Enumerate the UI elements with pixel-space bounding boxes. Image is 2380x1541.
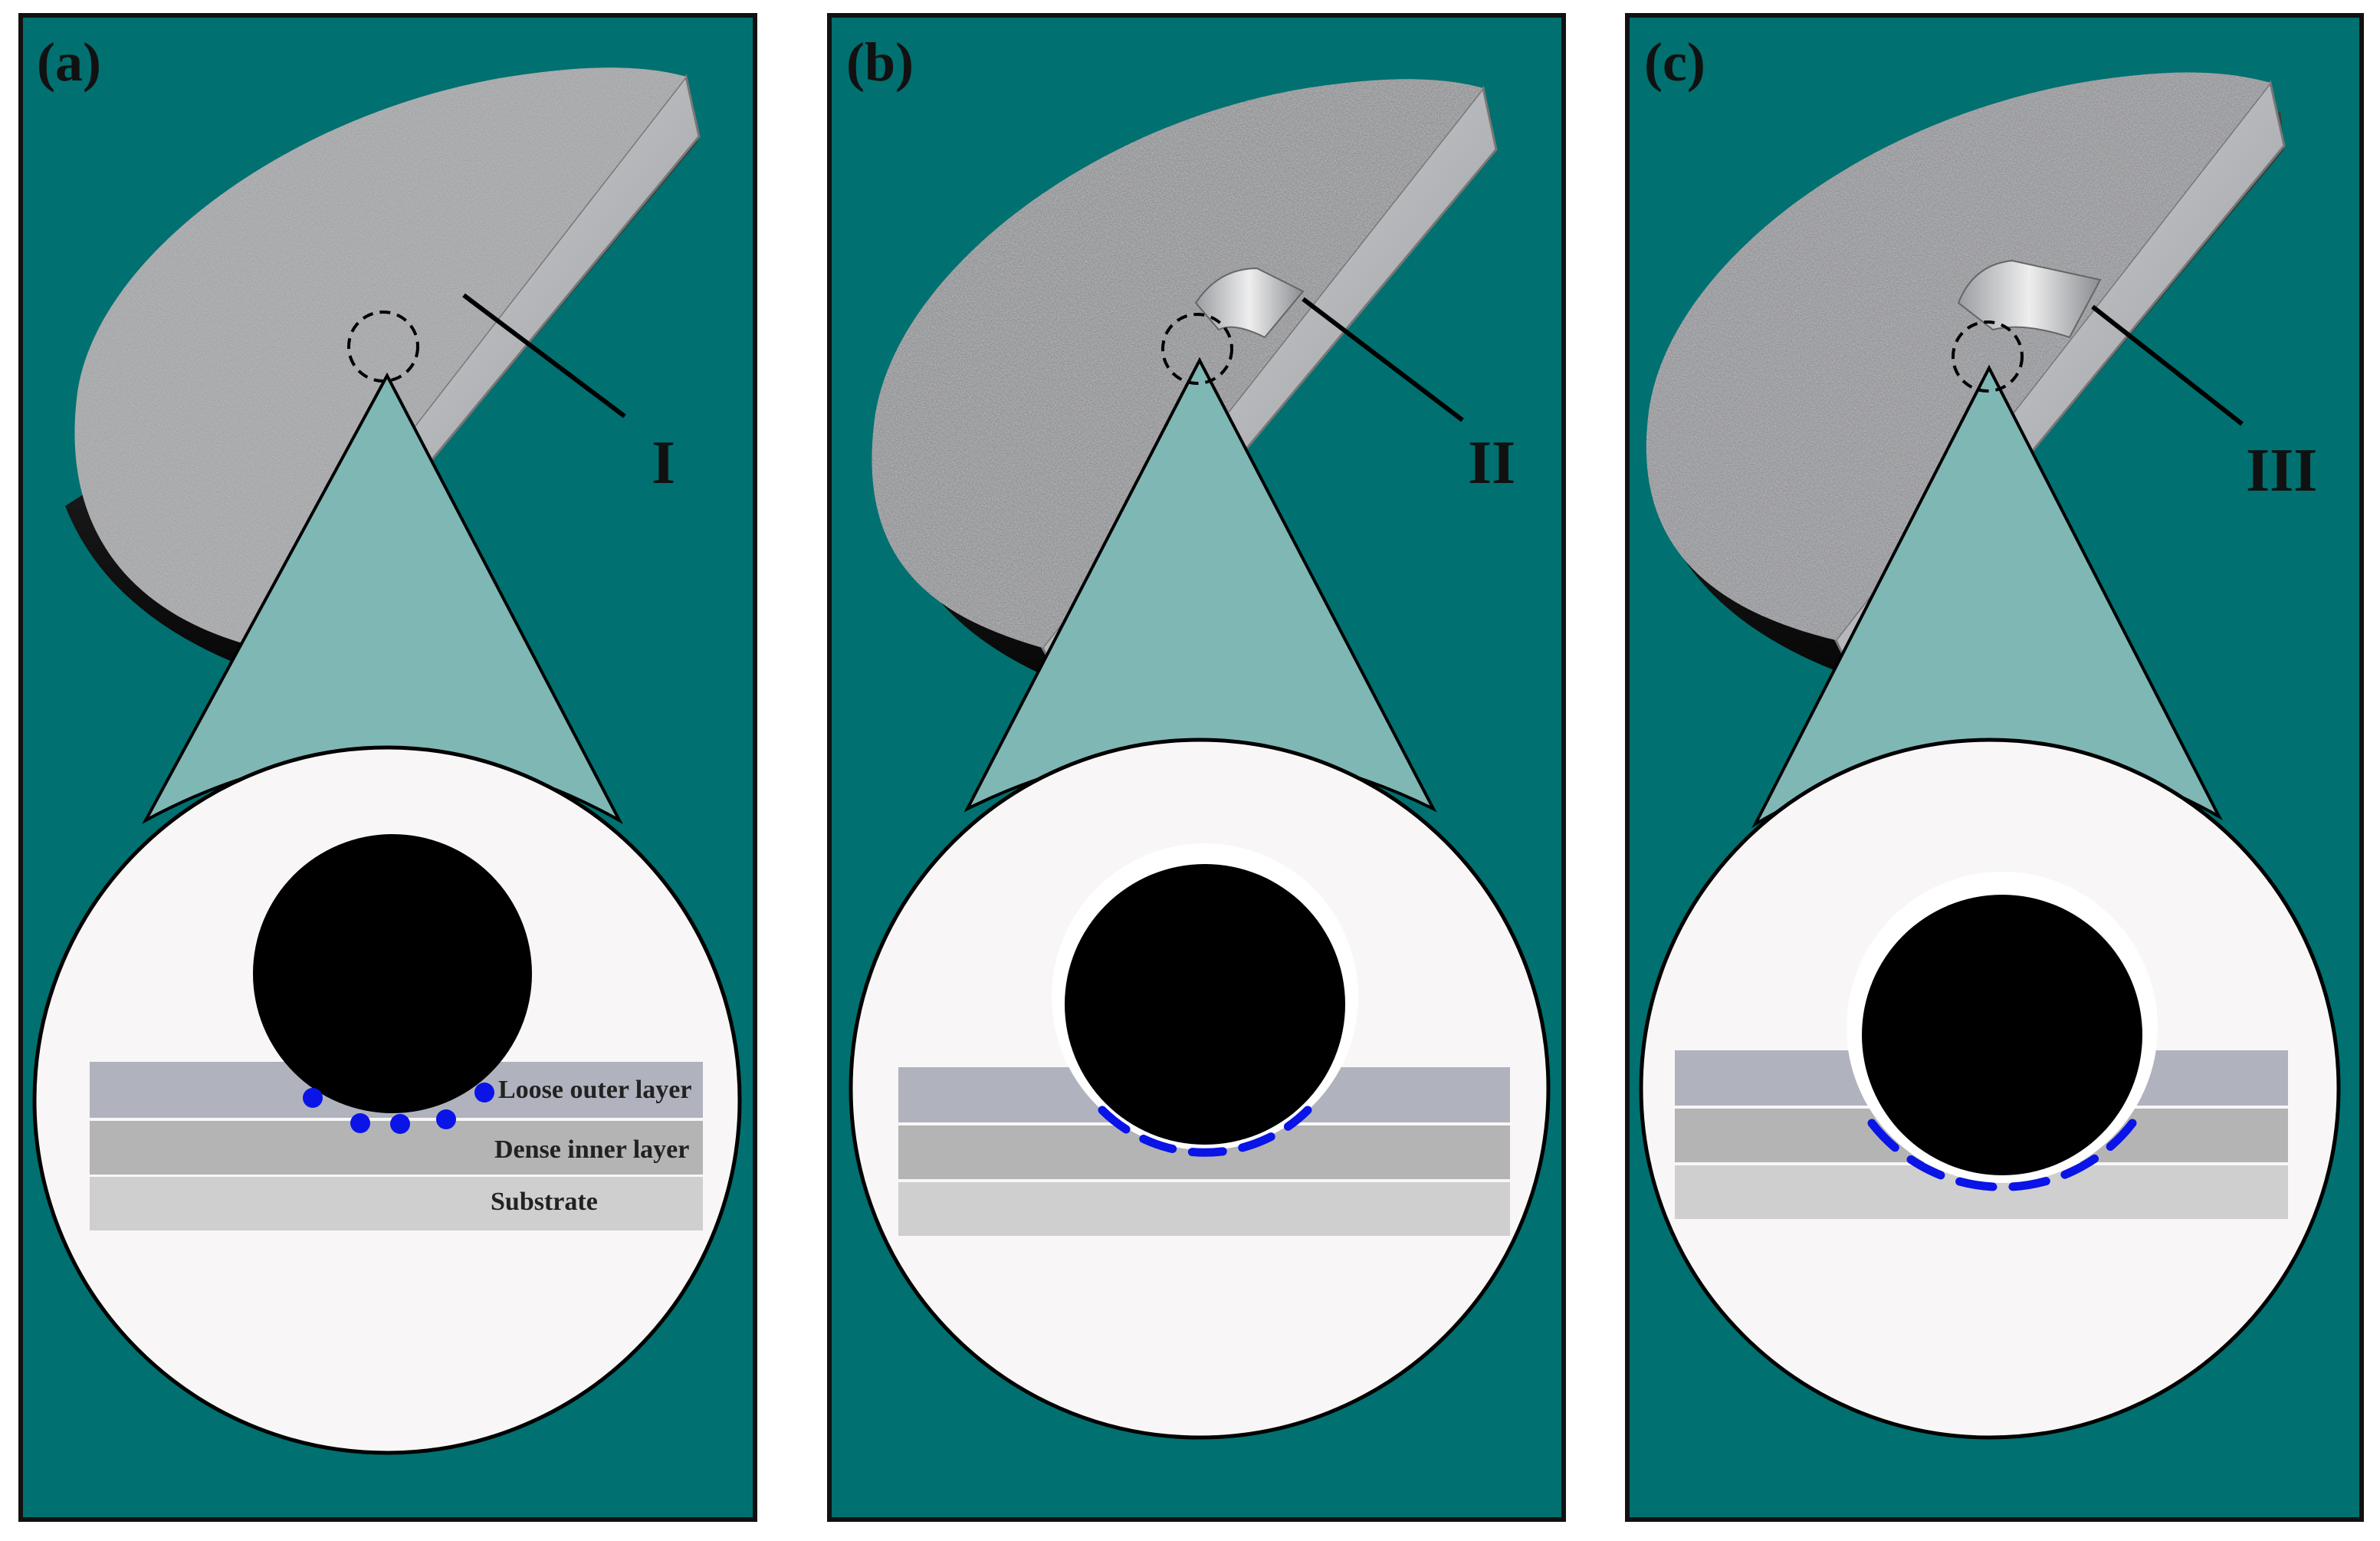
corrosion-dot <box>350 1113 370 1133</box>
magnified-view-c <box>1639 738 2341 1440</box>
corrosion-products-a <box>303 1083 494 1134</box>
panel-letter-a: (a) <box>37 31 101 93</box>
corrosion-dot <box>436 1109 456 1129</box>
panel-a: I (a) Loose outer layer Dense inner laye… <box>18 13 757 1522</box>
stage-label-c: III <box>2246 437 2317 504</box>
particle-c <box>1862 895 2142 1175</box>
stage-leader-c <box>2091 304 2244 426</box>
panel-letter-c: (c) <box>1644 31 1705 93</box>
panel-letter-b: (b) <box>846 31 914 93</box>
corrosion-film-b <box>1098 1106 1312 1157</box>
magnified-view-b <box>849 738 1551 1440</box>
label-loose-outer-layer: Loose outer layer <box>498 1076 691 1104</box>
stage-leader-b <box>1302 297 1464 422</box>
zoom-marker-b <box>1161 313 1233 385</box>
stage-label-b: II <box>1468 429 1515 497</box>
stage-leader-a <box>462 293 626 419</box>
zoom-marker-a <box>347 310 419 383</box>
particle-a <box>253 834 532 1113</box>
stage-label-a: I <box>652 429 675 497</box>
label-dense-inner-layer: Dense inner layer <box>494 1135 689 1164</box>
particle-b <box>1065 864 1345 1145</box>
zoom-marker-c <box>1952 320 2024 393</box>
panel-b: II (b) <box>827 13 1566 1522</box>
substrate-a <box>90 1177 703 1230</box>
magnified-view-a: Loose outer layer Dense inner layer Subs… <box>32 745 742 1455</box>
corrosion-dot <box>303 1088 323 1108</box>
substrate-b <box>898 1182 1510 1236</box>
label-substrate: Substrate <box>491 1188 598 1216</box>
panel-c: III (c) <box>1625 13 2364 1522</box>
corrosion-dot <box>474 1083 494 1102</box>
pit-b <box>1194 267 1305 339</box>
corrosion-dot <box>390 1114 410 1134</box>
